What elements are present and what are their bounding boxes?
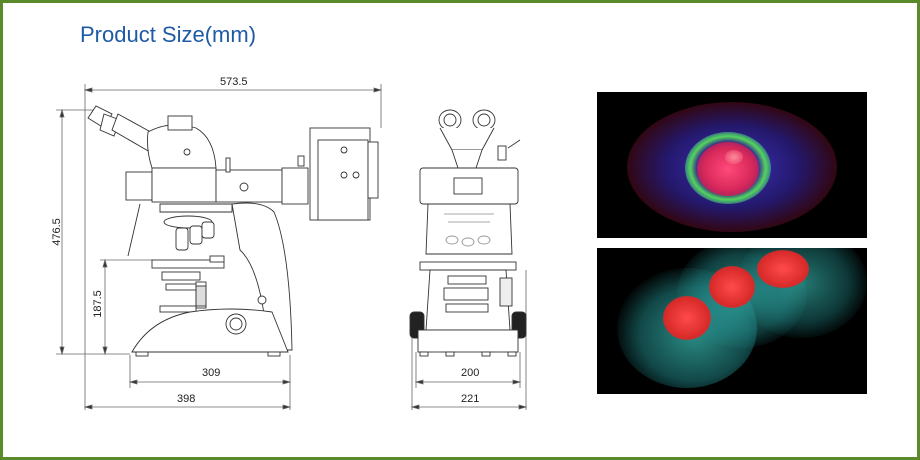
dim-front-footprint-width: 221: [461, 393, 480, 405]
dim-side-base-width: 309: [202, 367, 221, 379]
page-title: Product Size(mm): [80, 22, 257, 47]
fluorescence-cell-image-2: [597, 248, 867, 394]
dim-stage-height: 187.5: [92, 290, 104, 318]
dim-overall-width: 573.5: [220, 76, 248, 88]
fluorescence-cell-image-1: [597, 92, 867, 238]
dim-overall-height: 476.5: [51, 218, 63, 246]
dim-side-footprint-width: 398: [177, 393, 196, 405]
dimension-lines-side: [56, 84, 383, 410]
microscope-side-view: [87, 105, 379, 357]
dimension-lines-front: [410, 270, 528, 410]
microscope-front-view: [409, 109, 527, 357]
dim-front-base-width: 200: [461, 367, 480, 379]
